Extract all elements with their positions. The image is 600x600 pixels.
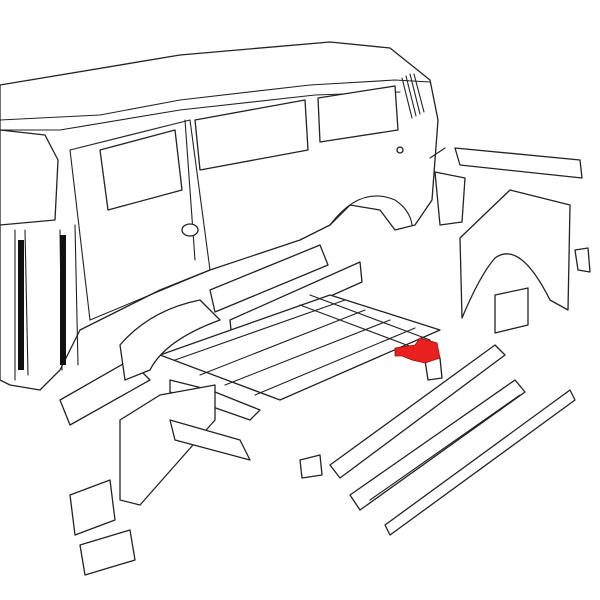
door-handle <box>181 223 199 237</box>
window-2 <box>194 99 309 171</box>
highlighted-part <box>394 337 441 364</box>
sill-rails <box>329 344 576 536</box>
sliding-door <box>69 119 211 321</box>
window-front <box>0 129 59 226</box>
rear-quarter-panel <box>459 189 571 319</box>
rear-panels <box>429 147 591 334</box>
bus-body <box>0 41 439 391</box>
air-vents <box>401 73 425 119</box>
floor-frame <box>59 244 443 506</box>
window-3 <box>317 85 399 143</box>
front-lower-parts <box>69 479 136 576</box>
rear-wheel-arch <box>329 195 413 226</box>
window-1 <box>99 129 183 211</box>
